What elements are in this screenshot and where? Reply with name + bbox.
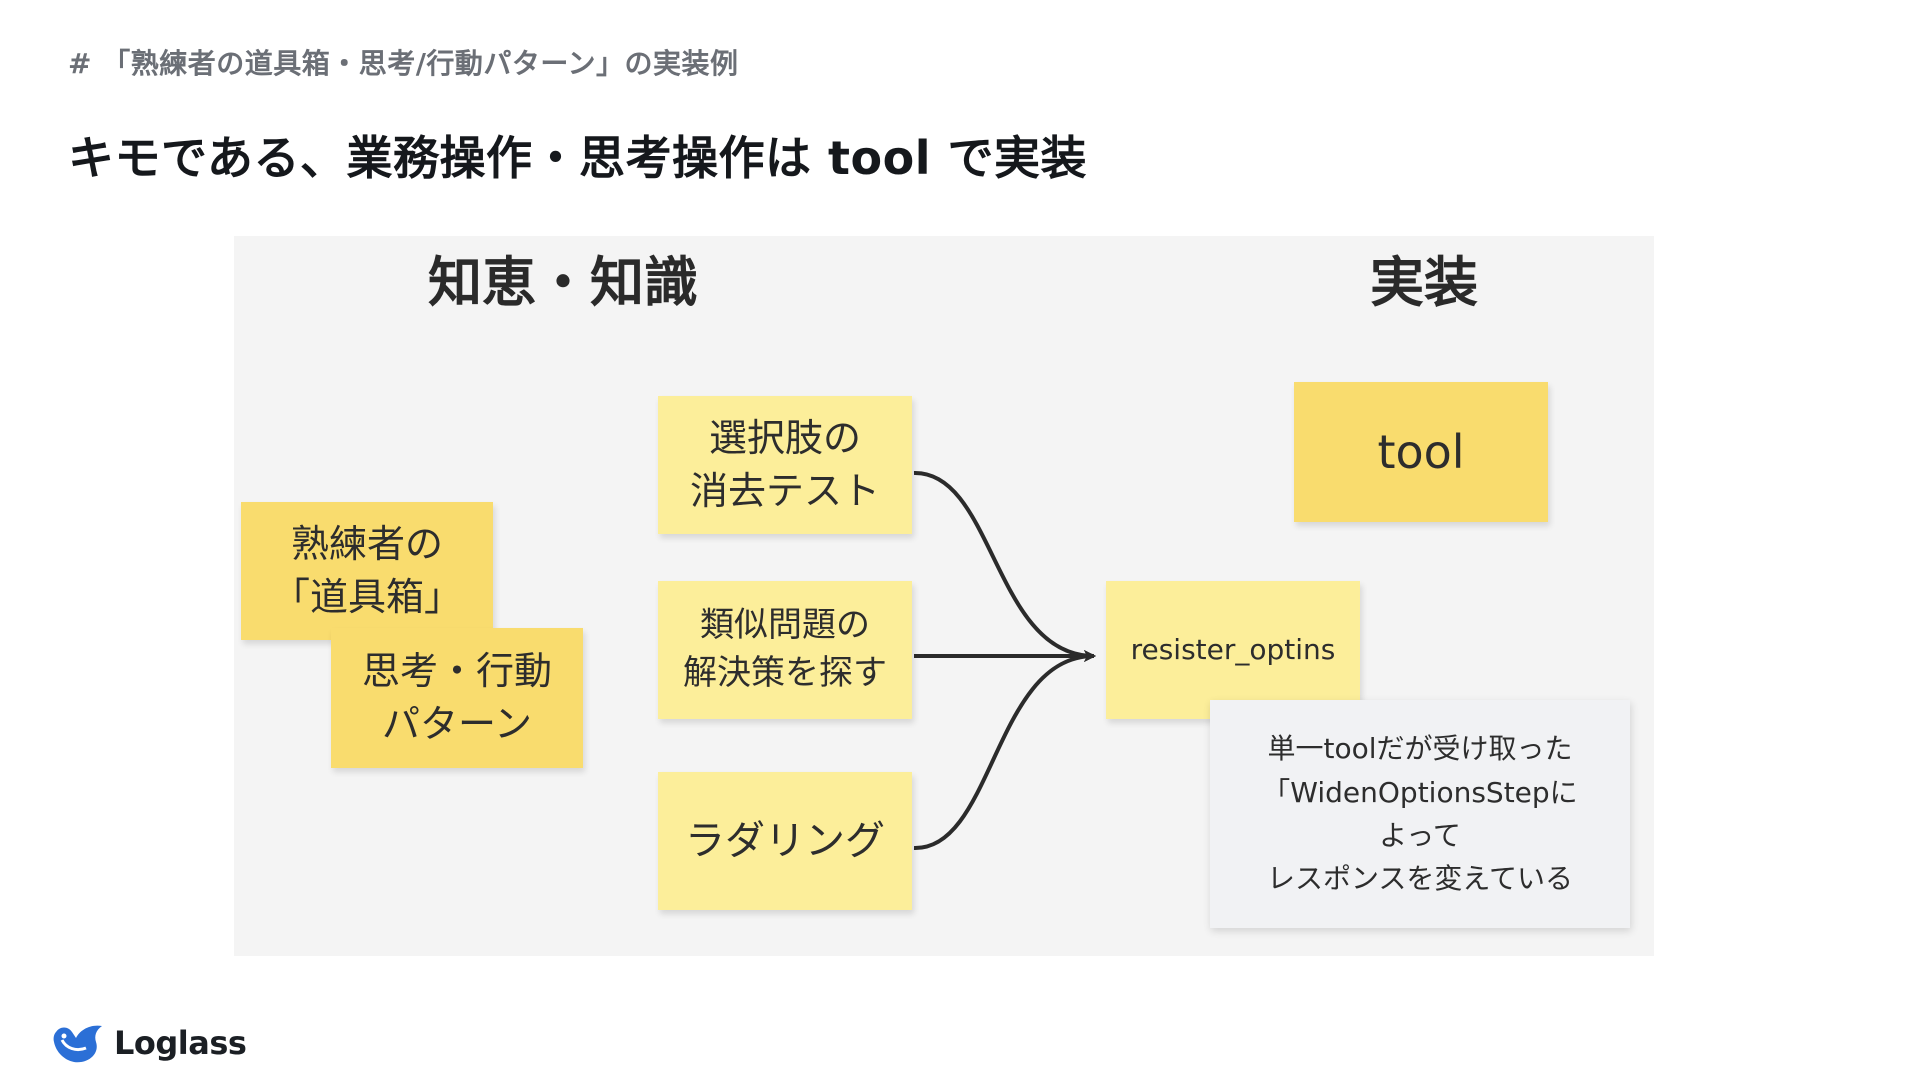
sticky-patterns-label: 思考・行動 パターン [361,648,552,746]
sticky-resister-label: resister_optins [1130,633,1336,667]
sticky-tool[interactable]: tool [1294,382,1548,522]
sticky-similar-label: 類似問題の 解決策を探す [683,605,887,693]
heading-knowledge: 知恵・知識 [428,251,698,314]
sticky-toolbox[interactable]: 熟練者の 「道具箱」 [241,502,493,640]
whale-icon [53,1025,102,1063]
logo-wordmark: Loglass [114,1024,247,1062]
sticky-toolbox-label: 熟練者の 「道具箱」 [271,521,462,619]
sticky-tool-label: tool [1377,424,1465,479]
heading-implementation: 実装 [1370,251,1478,314]
page-title: キモである、業務操作・思考操作は tool で実装 [68,131,1088,185]
sticky-patterns[interactable]: 思考・行動 パターン [331,628,583,768]
sticky-note-label: 単一toolだが受け取った 「WidenOptionsStepに よって レスポ… [1262,732,1578,896]
sticky-elimination-label: 選択肢の 消去テスト [689,415,880,513]
connector-elimination [913,470,1096,662]
sticky-laddering-label: ラダリング [685,818,885,864]
sticky-similar-problem[interactable]: 類似問題の 解決策を探す [658,581,912,719]
sticky-laddering[interactable]: ラダリング [658,772,912,910]
breadcrumb: # 「熟練者の道具箱・思考/行動パターン」の実装例 [68,47,739,80]
sticky-elimination-test[interactable]: 選択肢の 消去テスト [658,396,912,534]
connector-lateral [913,650,1096,851]
diagram-board: 知恵・知識 実装 熟練者の 「道具箱」 思考・行動 パターン 選択肢の 消去テス… [234,236,1654,956]
sticky-resister-optins[interactable]: resister_optins [1106,581,1360,719]
loglass-logo: Loglass [50,1020,247,1066]
sticky-note-explanation[interactable]: 単一toolだが受け取った 「WidenOptionsStepに よって レスポ… [1210,700,1630,928]
